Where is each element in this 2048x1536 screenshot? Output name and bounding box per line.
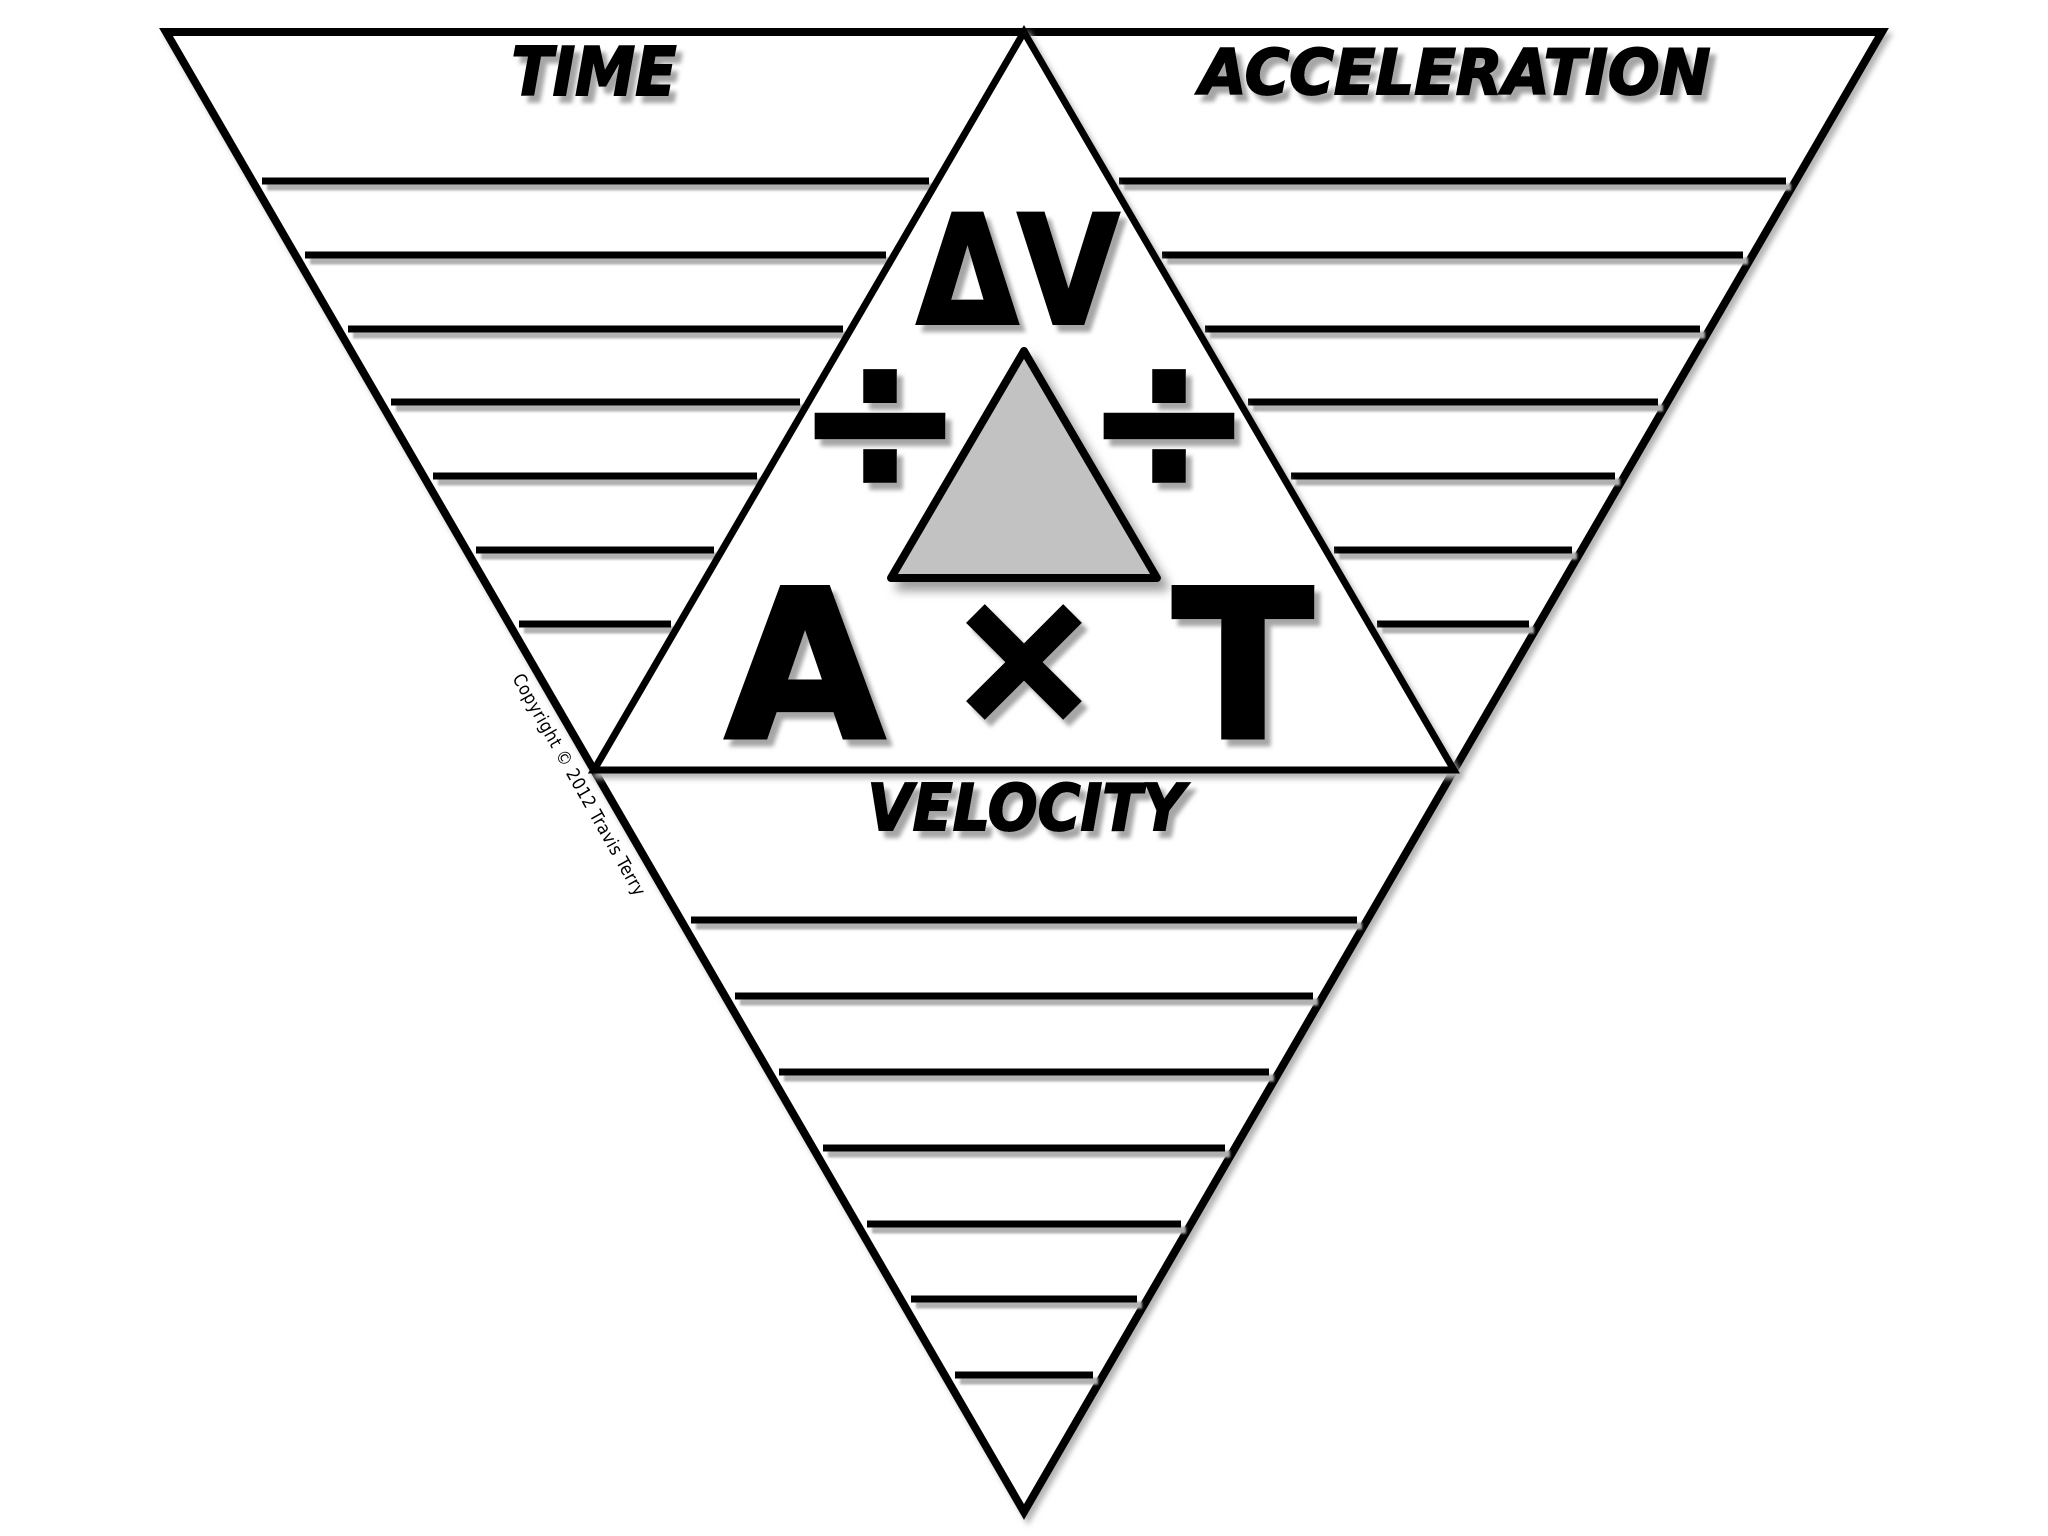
velocity-section-lines (691, 916, 1357, 1379)
divide-sign-right: ÷ (1084, 302, 1255, 539)
formula-term-acceleration: A (726, 548, 885, 786)
label-time: TIME (512, 33, 677, 111)
acceleration-section-lines (1119, 177, 1786, 628)
multiply-sign: × (946, 548, 1101, 764)
formula-numerator-delta-v: ΔV (917, 185, 1119, 359)
time-section-lines (262, 177, 929, 628)
inner-gray-triangle (887, 347, 1161, 582)
divide-sign-left: ÷ (795, 302, 966, 539)
label-velocity: VELOCITY (868, 772, 1190, 846)
label-acceleration: ACCELERATION (1195, 36, 1711, 109)
formula-term-time: T (1173, 548, 1313, 786)
